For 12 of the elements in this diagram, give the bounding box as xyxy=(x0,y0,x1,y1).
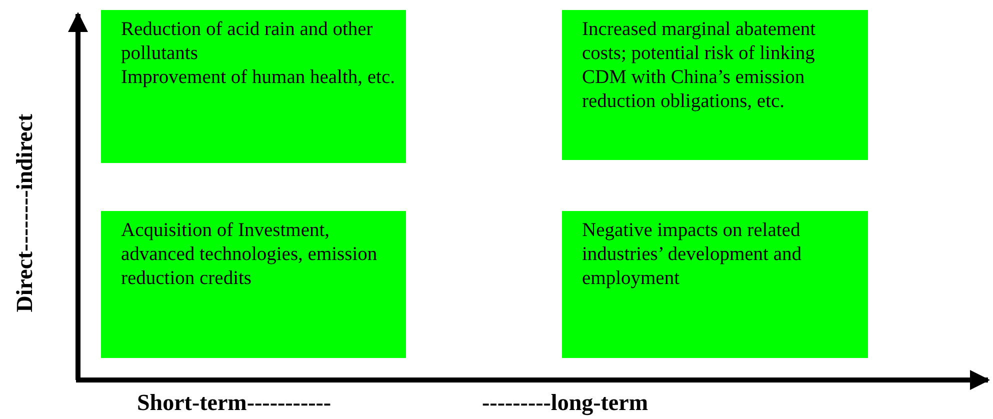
box-text: Acquisition of Investment, advanced technologies, emission reduction credits xyxy=(121,219,378,291)
axis-label: Direct--------indirect xyxy=(12,112,38,314)
axis-label: Short-term----------- xyxy=(137,390,332,416)
quadrant-box xyxy=(562,10,868,160)
axis-label: ---------long-term xyxy=(482,390,648,416)
box-text: Reduction of acid rain and other pollutants xyxy=(121,18,374,66)
quadrant-box xyxy=(562,211,868,358)
quadrant-box xyxy=(101,10,406,163)
box-text: Improvement of human health, etc. xyxy=(121,66,396,90)
box-text: Negative impacts on related industries’ development and employment xyxy=(582,219,802,291)
quadrant-box xyxy=(101,211,406,358)
box-text: Increased marginal abatement costs; potential risk of linking CDM with China’s emission reduction obligations, etc. xyxy=(582,18,817,114)
